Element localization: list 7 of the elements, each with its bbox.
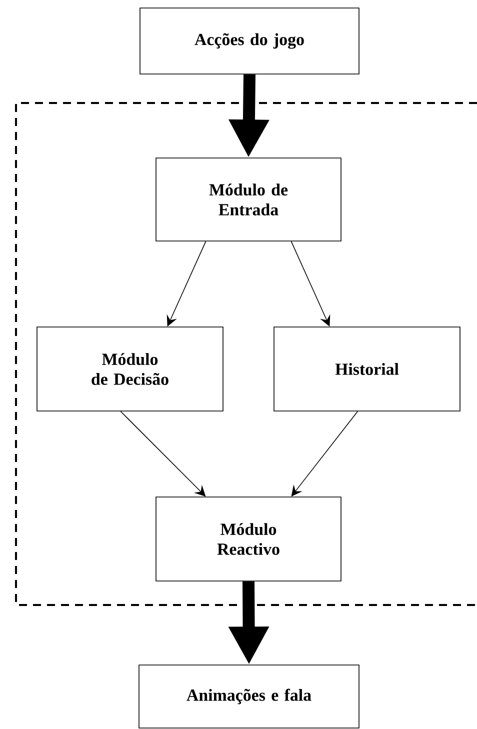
process-box: Acções do jogo (140, 8, 360, 74)
dashed-region (15, 102, 477, 606)
process-box: Animações e fala (138, 664, 360, 728)
process-box: Módulo de Entrada (156, 158, 342, 242)
process-box: Historial (274, 326, 460, 412)
process-box: Módulo Reactivo (156, 496, 342, 582)
process-box: Módulo de Decisão (36, 326, 224, 412)
